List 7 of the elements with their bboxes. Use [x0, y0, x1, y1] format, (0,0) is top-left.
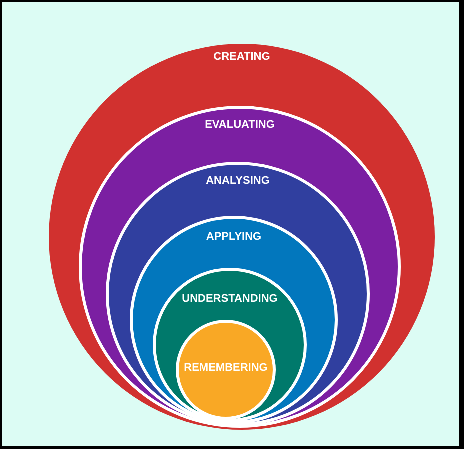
level-label: REMEMBERING: [183, 361, 269, 376]
level-label: APPLYING: [205, 230, 263, 245]
ring-circle: [176, 320, 276, 420]
level-label: ANALYSING: [205, 174, 271, 189]
level-label: CREATING: [212, 50, 272, 65]
level-label: EVALUATING: [204, 118, 276, 133]
level-label: UNDERSTANDING: [181, 292, 279, 307]
